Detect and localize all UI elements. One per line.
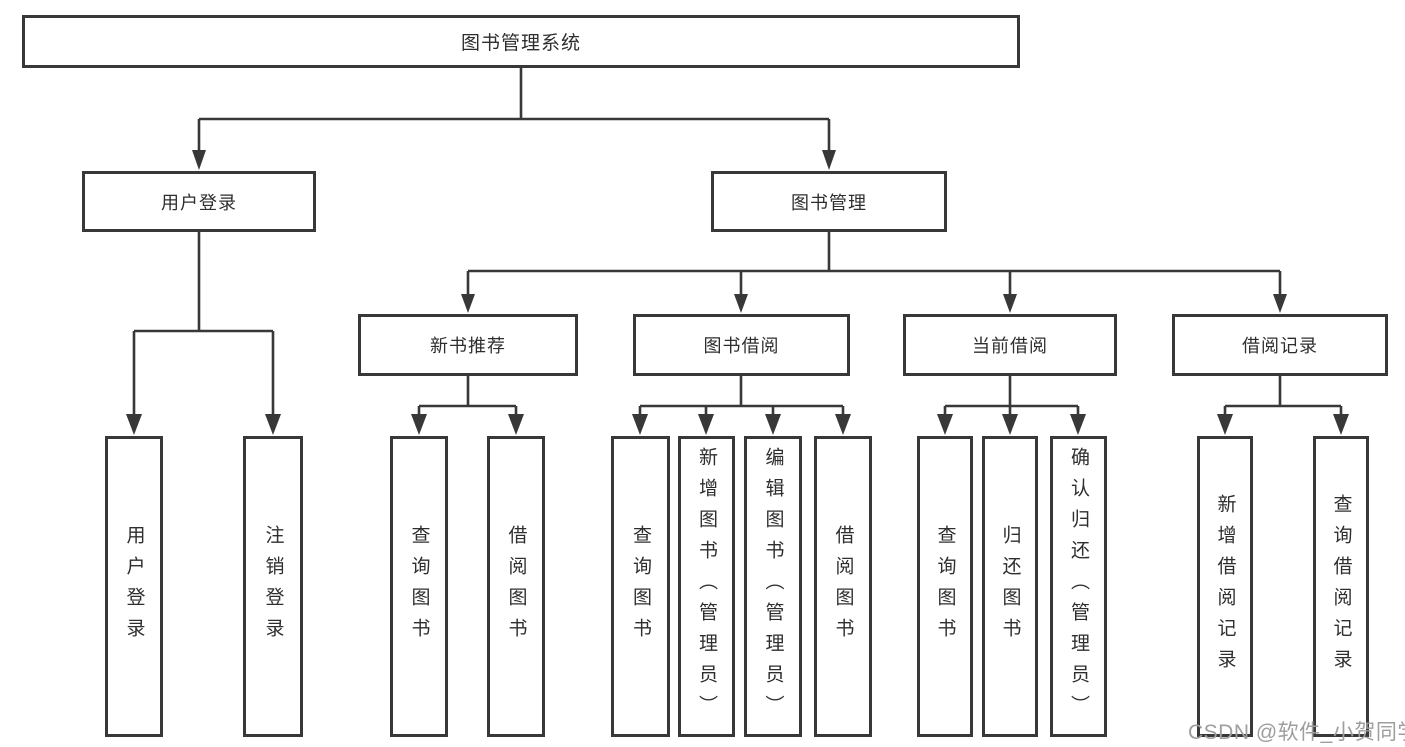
node-current-borrow: 当前借阅 — [903, 314, 1117, 376]
leaf-confirm-return-admin: 确认归还（管理员） — [1050, 436, 1107, 737]
arrowheads — [126, 150, 1349, 435]
leaf-query-borrow-record-label: 查询借阅记录 — [1330, 493, 1352, 680]
leaf-query-books-current: 查询图书 — [917, 436, 973, 737]
leaf-logout-label: 注销登录 — [262, 524, 284, 649]
node-book-borrow-label: 图书借阅 — [703, 336, 780, 356]
leaf-user-login: 用户登录 — [105, 436, 163, 737]
csdn-watermark: CSDN @软件_小贺同学 — [1188, 721, 1405, 744]
node-library-system-label: 图书管理系统 — [460, 33, 581, 54]
leaf-return-books-label: 归还图书 — [999, 524, 1021, 649]
branch-book-borrow — [638, 376, 845, 417]
node-borrow-records: 借阅记录 — [1172, 314, 1388, 376]
branch-new-book-recommend — [417, 376, 518, 417]
leaf-query-books-current-label: 查询图书 — [934, 524, 956, 649]
branch-root — [197, 68, 831, 152]
leaf-return-books: 归还图书 — [982, 436, 1038, 737]
leaf-borrow-books-label: 借阅图书 — [832, 524, 854, 649]
leaf-query-books-borrow-label: 查询图书 — [630, 524, 651, 649]
node-book-management-branch: 图书管理 — [711, 171, 947, 232]
branch-current-borrow — [943, 376, 1080, 417]
leaf-query-books-recommend: 查询图书 — [390, 436, 448, 737]
leaf-edit-book-admin-label: 编辑图书（管理员） — [762, 447, 784, 726]
branch-user-login — [132, 232, 275, 417]
leaf-logout: 注销登录 — [243, 436, 303, 737]
node-user-login-branch: 用户登录 — [82, 171, 316, 232]
branch-book-management — [466, 232, 1282, 297]
leaf-query-books-recommend-label: 查询图书 — [408, 524, 430, 649]
leaf-add-book-admin: 新增图书（管理员） — [678, 436, 735, 737]
leaf-borrow-books-recommend-label: 借阅图书 — [505, 524, 527, 649]
leaf-edit-book-admin: 编辑图书（管理员） — [744, 436, 802, 737]
node-current-borrow-label: 当前借阅 — [972, 336, 1048, 356]
leaf-add-borrow-record-label: 新增借阅记录 — [1214, 493, 1236, 680]
leaf-query-books-borrow: 查询图书 — [611, 436, 670, 737]
node-library-system: 图书管理系统 — [22, 15, 1020, 68]
branch-borrow-records — [1223, 376, 1343, 417]
leaf-borrow-books-recommend: 借阅图书 — [487, 436, 545, 737]
leaf-add-borrow-record: 新增借阅记录 — [1197, 436, 1253, 737]
node-new-book-recommend: 新书推荐 — [358, 314, 578, 376]
node-book-management-branch-label: 图书管理 — [791, 192, 867, 213]
node-user-login-branch-label: 用户登录 — [161, 192, 237, 213]
node-borrow-records-label: 借阅记录 — [1242, 336, 1318, 356]
leaf-borrow-books: 借阅图书 — [814, 436, 872, 737]
leaf-user-login-label: 用户登录 — [123, 524, 145, 649]
node-book-borrow: 图书借阅 — [633, 314, 850, 376]
leaf-confirm-return-admin-label: 确认归还（管理员） — [1068, 447, 1089, 726]
leaf-query-borrow-record: 查询借阅记录 — [1313, 436, 1369, 737]
leaf-add-book-admin-label: 新增图书（管理员） — [696, 447, 717, 726]
node-new-book-recommend-label: 新书推荐 — [430, 336, 506, 356]
